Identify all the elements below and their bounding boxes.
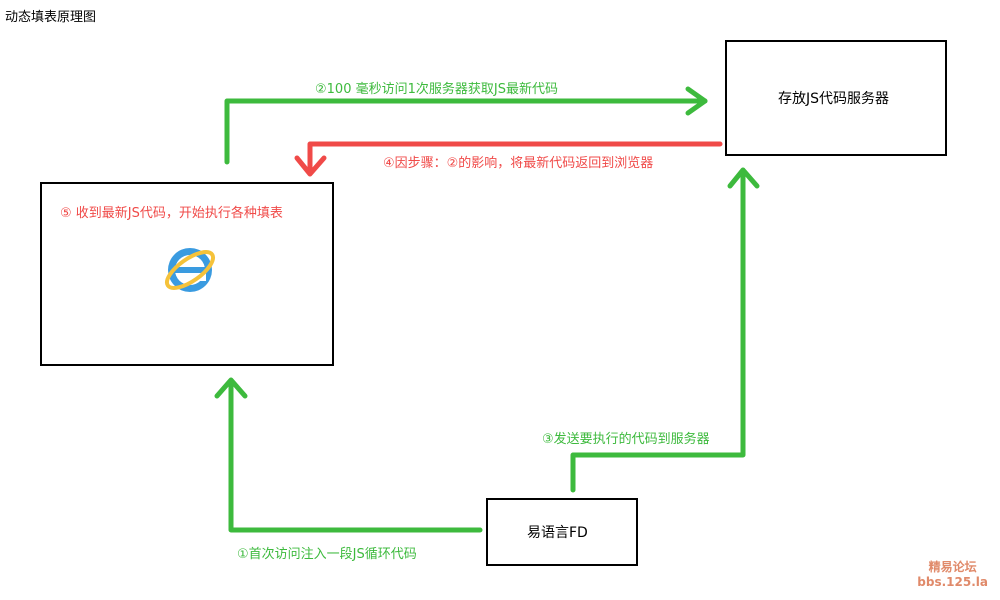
arrow-step2-head — [685, 86, 708, 116]
forum-watermark: 精易论坛 bbs.125.la — [917, 560, 988, 590]
arrow-step4-head — [294, 155, 327, 177]
arrow-step1 — [228, 379, 483, 533]
arrow-step3-head — [727, 167, 760, 189]
step2-label: ②100 毫秒访问1次服务器获取JS最新代码 — [315, 82, 558, 97]
browser-box-label: ⑤ 收到最新JS代码，开始执行各种填表 — [60, 206, 283, 221]
step3-label: ③发送要执行的代码到服务器 — [542, 432, 710, 447]
server-box-label: 存放JS代码服务器 — [778, 91, 890, 107]
step4-label: ④因步骤：②的影响，将最新代码返回到浏览器 — [383, 156, 654, 171]
arrow-step3 — [570, 169, 746, 493]
watermark-line1: 精易论坛 — [928, 560, 977, 574]
client-box — [486, 498, 638, 566]
ie-browser-icon — [165, 248, 215, 292]
step1-label: ①首次访问注入一段JS循环代码 — [237, 547, 417, 562]
arrow-step1-head — [214, 377, 248, 399]
watermark-line2: bbs.125.la — [917, 575, 988, 589]
client-box-label: 易语言FD — [527, 525, 588, 541]
server-box — [725, 40, 947, 156]
diagram-title: 动态填表原理图 — [5, 10, 97, 25]
arrow-step4 — [307, 141, 723, 175]
arrow-step2 — [224, 98, 708, 165]
